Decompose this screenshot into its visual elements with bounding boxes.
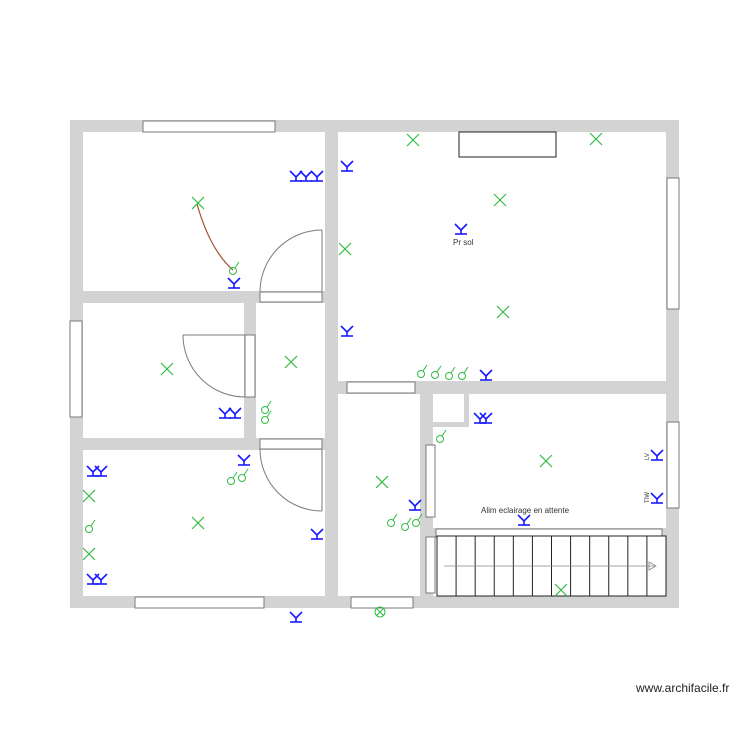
window-left-middle	[69, 320, 83, 418]
lights	[82, 132, 603, 597]
kitchen-counter	[458, 131, 557, 158]
wall-shaft-bottom	[420, 422, 469, 427]
switch-icon	[431, 365, 442, 379]
outlet-icon	[340, 325, 354, 337]
door-closet[interactable]	[182, 334, 256, 398]
outlet-icon	[408, 499, 422, 511]
window-top-left	[142, 120, 276, 133]
switch-icon	[436, 429, 447, 443]
windows	[69, 120, 680, 609]
switch-icon	[387, 513, 398, 527]
switch-icon	[445, 366, 456, 380]
floor-socket-label: Pr sol	[453, 238, 474, 247]
exterior-light-icon	[374, 606, 386, 618]
switch-icon	[238, 468, 249, 482]
outlet-icon	[228, 407, 242, 419]
door-bottom-bedroom[interactable]	[259, 438, 323, 512]
opening-stair-wall	[425, 536, 436, 594]
window-bottom-left	[134, 596, 265, 609]
vmc-label-1: LV	[645, 453, 651, 460]
outlet-icon	[310, 528, 324, 540]
lighting-pending-label: Alim eclairage en attente	[481, 506, 570, 515]
light-icon	[284, 355, 298, 369]
outlet-icon	[479, 369, 493, 381]
outlet-icon	[340, 160, 354, 172]
light-icon	[375, 475, 389, 489]
switch-icon	[458, 366, 469, 380]
opening-hall-wall	[425, 444, 436, 518]
switch-icon	[227, 471, 238, 485]
light-icon	[493, 193, 507, 207]
wall-shaft-right	[464, 381, 469, 427]
watermark[interactable]: www.archifacile.fr	[635, 681, 729, 695]
outlet-icon	[517, 514, 531, 526]
window-bottom-center	[350, 596, 414, 609]
wall-center-vertical	[325, 120, 338, 608]
light-icon	[82, 489, 96, 503]
light-icon	[539, 454, 553, 468]
switch-icon	[261, 400, 272, 414]
switch-icon	[401, 517, 412, 531]
door-top-bedroom[interactable]	[259, 229, 323, 303]
outlet-icon	[94, 465, 108, 477]
doors	[182, 229, 323, 512]
light-icon	[589, 132, 603, 146]
outlet-icon	[299, 170, 313, 182]
outlet-icon	[218, 407, 232, 419]
light-icon	[191, 516, 205, 530]
light-icon	[496, 305, 510, 319]
outlet-icon	[94, 573, 108, 585]
light-icon	[160, 362, 174, 376]
vmc-label-2: TIW	[645, 492, 651, 503]
light-icon	[338, 242, 352, 256]
outlet-icon	[227, 277, 241, 289]
switch-icon	[417, 364, 428, 378]
light-icon	[406, 133, 420, 147]
switch-icon	[85, 519, 96, 533]
outlet-icon	[289, 611, 303, 623]
outlet-icon	[289, 170, 303, 182]
staircase	[436, 535, 667, 597]
outlet-icon	[454, 223, 468, 235]
outlet-icon	[650, 492, 664, 504]
outlet-icon	[237, 454, 251, 466]
window-right-lower	[666, 421, 680, 509]
light-icon	[82, 547, 96, 561]
window-right-upper	[666, 177, 680, 310]
switch-icon	[229, 261, 240, 275]
outlet-icon	[310, 170, 324, 182]
outlet-icon	[650, 449, 664, 461]
light-wire	[196, 203, 234, 271]
opening-center-wall	[346, 381, 416, 394]
